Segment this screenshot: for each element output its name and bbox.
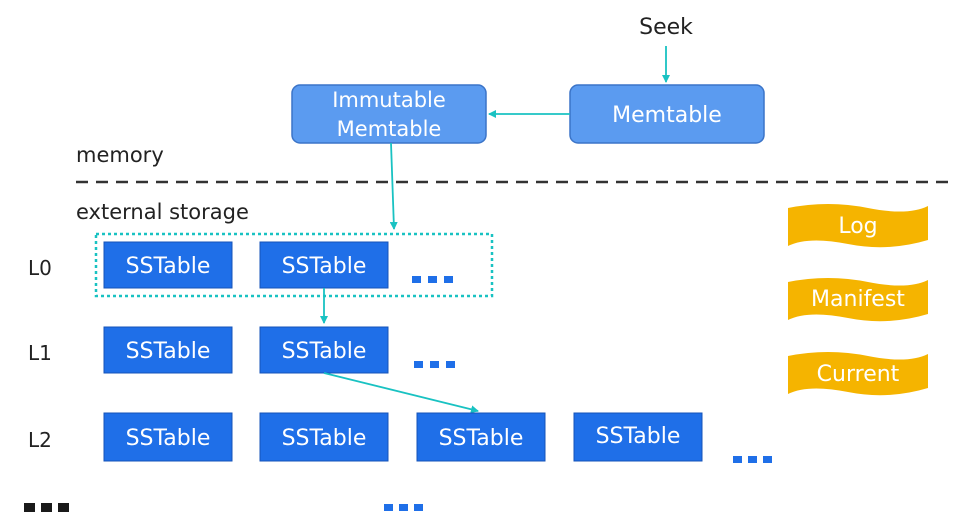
sstable-label: SSTable	[439, 426, 524, 451]
manifest-label: Manifest	[811, 287, 905, 312]
l0-group-outline	[94, 232, 494, 298]
ellipsis-l2	[733, 456, 772, 463]
immutable-memtable-box: Immutable Memtable	[291, 84, 487, 144]
sstable-l2-2: SSTable	[259, 412, 389, 462]
flush-arrow	[389, 142, 398, 230]
manifest-file: Manifest	[788, 278, 928, 322]
sstable-label: SSTable	[126, 339, 211, 364]
sstable-l0-1: SSTable	[103, 241, 233, 289]
level-label-l2: L2	[28, 428, 52, 452]
log-label: Log	[838, 214, 877, 239]
sstable-l2-1: SSTable	[103, 412, 233, 462]
ellipsis-l0	[412, 276, 453, 283]
seek-label: Seek	[639, 15, 693, 40]
ellipsis-more-sstables	[384, 504, 423, 511]
level-label-l0: L0	[28, 256, 52, 280]
memtable-label: Memtable	[612, 103, 722, 128]
sstable-l1-1: SSTable	[103, 326, 233, 374]
sstable-label: SSTable	[282, 426, 367, 451]
sstable-label: SSTable	[282, 254, 367, 279]
sstable-l1-2: SSTable	[259, 326, 389, 374]
sstable-l0-2: SSTable	[259, 241, 389, 289]
sstable-label: SSTable	[282, 339, 367, 364]
memory-label: memory	[76, 143, 164, 167]
sstable-l2-4: SSTable	[573, 412, 703, 462]
ellipsis-l1	[414, 361, 455, 368]
current-file: Current	[788, 352, 928, 396]
l1-to-l2-arrow	[323, 372, 479, 414]
log-file: Log	[788, 204, 928, 248]
sstable-l2-3: SSTable	[416, 412, 546, 462]
memtable-box: Memtable	[569, 84, 765, 144]
sstable-label: SSTable	[596, 424, 681, 449]
external-storage-label: external storage	[76, 200, 249, 224]
level-label-l1: L1	[28, 341, 52, 365]
ellipsis-more-levels	[24, 503, 69, 512]
current-label: Current	[817, 362, 900, 387]
sstable-label: SSTable	[126, 426, 211, 451]
sstable-label: SSTable	[126, 254, 211, 279]
immutable-label-line2: Memtable	[337, 117, 442, 141]
immutable-label-line1: Immutable	[332, 88, 446, 112]
